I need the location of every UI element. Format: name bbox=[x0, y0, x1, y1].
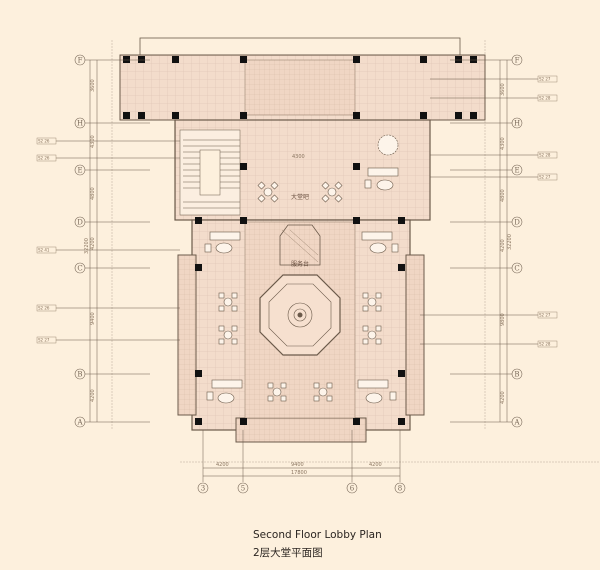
axis-label-left-D: D bbox=[77, 219, 83, 227]
left-dim-2: 4300 bbox=[90, 135, 96, 148]
axis-label-col-3: 3 bbox=[201, 485, 205, 493]
right-dim-total: 32200 bbox=[507, 234, 513, 250]
material-tag-boxes bbox=[36, 75, 558, 348]
axis-bubbles bbox=[74, 54, 523, 494]
left-tag-5: S2 27 bbox=[38, 338, 50, 343]
top-porch bbox=[119, 37, 486, 121]
left-dim-5: 9400 bbox=[90, 312, 96, 325]
right-dim-5: 9800 bbox=[500, 313, 506, 326]
left-dim-6: 4200 bbox=[90, 389, 96, 402]
left-tag-4: S2 26 bbox=[38, 306, 50, 311]
right-tag-6: S2 28 bbox=[539, 342, 551, 347]
axis-label-right-F: F bbox=[515, 57, 520, 65]
axis-label-right-C: C bbox=[514, 265, 519, 273]
left-dim-3: 4800 bbox=[90, 187, 96, 200]
left-dim-total: 32200 bbox=[84, 238, 90, 254]
axis-label-left-C: C bbox=[77, 265, 82, 273]
axis-label-right-D: D bbox=[514, 219, 520, 227]
axis-label-left-B: B bbox=[77, 371, 82, 379]
structural-columns bbox=[123, 56, 477, 425]
axis-label-right-H: H bbox=[514, 120, 520, 128]
right-dim-2: 4300 bbox=[500, 137, 506, 150]
right-dim-6: 4200 bbox=[500, 391, 506, 404]
right-tag-5: S2 27 bbox=[539, 313, 551, 318]
plan-title-chinese: 2层大堂平面图 bbox=[253, 547, 323, 559]
bottom-dim-total: 17800 bbox=[291, 470, 307, 476]
axis-label-right-B: B bbox=[514, 371, 519, 379]
axis-label-left-E: E bbox=[77, 167, 82, 175]
left-dim-1: 3600 bbox=[90, 79, 96, 92]
inner-dimension: 4300 bbox=[292, 154, 305, 160]
axis-label-left-A: A bbox=[76, 419, 83, 427]
central-octagon-feature bbox=[259, 274, 341, 356]
lounge-furniture bbox=[204, 134, 399, 404]
right-tag-3: S2 28 bbox=[539, 153, 551, 158]
bottom-dim-1: 4200 bbox=[216, 462, 229, 468]
axis-label-left-F: F bbox=[78, 57, 83, 65]
right-dim-1: 3600 bbox=[500, 83, 506, 96]
left-dim-4: 4200 bbox=[90, 237, 96, 250]
right-dim-3: 4800 bbox=[500, 189, 506, 202]
axis-label-right-E: E bbox=[514, 167, 519, 175]
right-tag-2: S2 28 bbox=[539, 96, 551, 101]
axis-label-right-A: A bbox=[513, 419, 520, 427]
right-dim-4: 4200 bbox=[500, 239, 506, 252]
axis-label-col-5: 5 bbox=[241, 485, 245, 493]
bottom-dim-3: 4200 bbox=[369, 462, 382, 468]
left-tag-2: S2 26 bbox=[38, 156, 50, 161]
right-tag-1: S2 27 bbox=[539, 77, 551, 82]
left-dimension-lines bbox=[50, 59, 180, 423]
bottom-dimension-lines bbox=[202, 430, 401, 482]
axis-label-col-8: 8 bbox=[398, 485, 402, 493]
room-label-reception: 服务台 bbox=[291, 260, 309, 268]
staircase bbox=[179, 129, 241, 216]
axis-label-left-H: H bbox=[77, 120, 83, 128]
bottom-dim-2: 9400 bbox=[291, 462, 304, 468]
axis-label-col-6: 6 bbox=[350, 485, 355, 493]
left-tag-1: S2 26 bbox=[38, 139, 50, 144]
room-label-lobby-bar: 大堂吧 bbox=[291, 193, 309, 201]
right-tag-4: S2 27 bbox=[539, 175, 551, 180]
plan-title-english: Second Floor Lobby Plan bbox=[253, 529, 382, 541]
right-dimension-lines bbox=[420, 59, 540, 423]
reception-counter bbox=[279, 224, 321, 266]
left-tag-3: S2 41 bbox=[38, 248, 50, 253]
